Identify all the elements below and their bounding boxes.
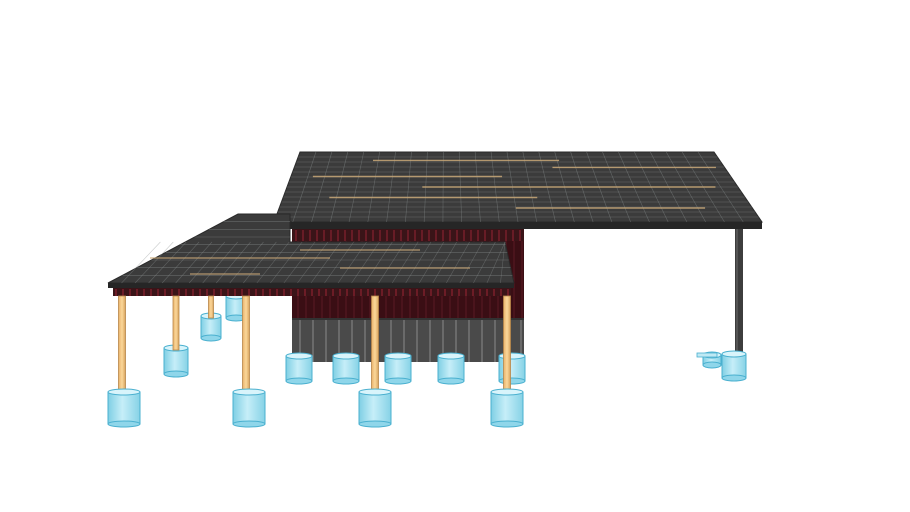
main-roof-fascia — [274, 222, 762, 229]
footing — [384, 352, 412, 385]
wood-post — [503, 295, 511, 393]
front-rafter-ribs — [115, 289, 509, 296]
footing — [498, 352, 526, 385]
footing — [358, 388, 392, 428]
footing — [490, 388, 524, 428]
front-roof — [107, 213, 515, 296]
wood-post — [172, 295, 180, 351]
right-footings — [696, 350, 747, 382]
back-footings — [200, 292, 247, 342]
footing — [232, 388, 266, 428]
footing — [721, 350, 747, 382]
footing — [332, 352, 360, 385]
footing — [437, 352, 465, 385]
wood-posts — [118, 295, 511, 393]
wood-post — [242, 295, 250, 393]
main-roof — [273, 151, 763, 229]
wood-post — [371, 295, 379, 393]
wood-post — [208, 295, 214, 319]
steel-post-right — [735, 229, 743, 355]
steel-column — [735, 229, 743, 355]
main-rafter-ribs — [295, 230, 521, 241]
footing-plate — [696, 352, 718, 358]
front-footings — [107, 388, 524, 428]
wood-post — [118, 295, 126, 393]
front-roof-panel-grid — [121, 221, 513, 284]
main-roof-panel-grid — [275, 151, 759, 223]
footing — [107, 388, 141, 428]
footing — [285, 352, 313, 385]
wall-footings — [163, 344, 526, 385]
front-roof-edge — [108, 283, 514, 288]
